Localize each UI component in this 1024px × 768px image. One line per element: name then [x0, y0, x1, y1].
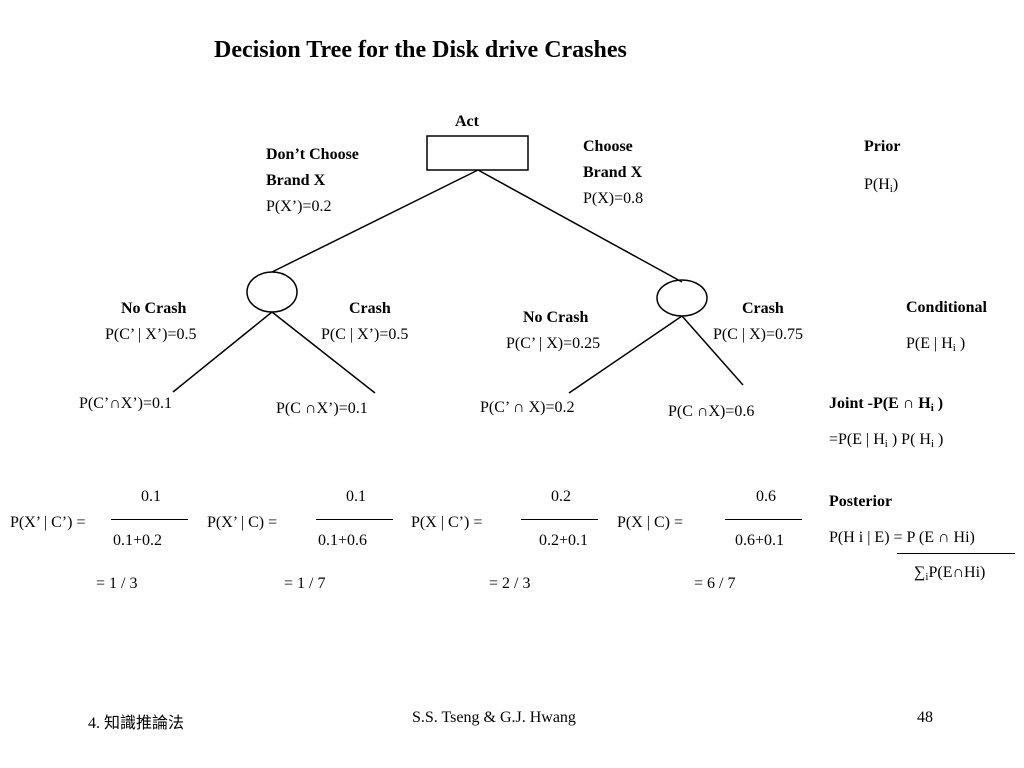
fraction-3-bar [521, 519, 598, 520]
branch-dont-choose-line1: Don’t Choose [266, 146, 359, 163]
fraction-2-bar [316, 519, 393, 520]
branch-dont-choose: Don’t Choose Brand X P(X’)=0.2 [266, 142, 359, 220]
joint-2: P(C ∩X’)=0.1 [276, 400, 368, 417]
joint-3: P(C’ ∩ X)=0.2 [480, 399, 575, 416]
outcome-rl-prob: P(C’ | X)=0.25 [506, 335, 601, 352]
fraction-2-result: = 1 / 7 [284, 575, 326, 592]
outcome-rr-label: Crash [742, 300, 784, 317]
fraction-2-lhs: P(X’ | C) = [207, 514, 278, 531]
fraction-3-num: 0.2 [551, 488, 571, 505]
branch-dont-choose-line2: Brand X [266, 172, 326, 189]
footer-authors: S.S. Tseng & G.J. Hwang [412, 709, 576, 726]
outcome-ll-label: No Crash [121, 300, 187, 317]
outcome-rl-label: No Crash [523, 309, 589, 326]
edge-left-crash [271, 311, 376, 394]
prior-expr: P(Hi) [864, 176, 899, 195]
fraction-3-result: = 2 / 3 [489, 575, 531, 592]
branch-choose-line2: Brand X [583, 164, 643, 181]
fraction-3-den: 0.2+0.1 [539, 532, 589, 549]
fraction-2-num: 0.1 [346, 488, 366, 505]
fraction-4-result: = 6 / 7 [694, 575, 736, 592]
fraction-3-lhs: P(X | C’) = [411, 514, 483, 531]
posterior-title: Posterior [829, 493, 893, 510]
posterior-fraction-bar [897, 553, 1015, 554]
fraction-1-lhs: P(X’ | C’) = [10, 514, 86, 531]
fraction-4-bar [725, 519, 802, 520]
joint-title: Joint -P(E ∩ Hi ) [829, 395, 944, 414]
chance-node-right [656, 279, 708, 317]
prior-title: Prior [864, 138, 901, 155]
fraction-1-bar [111, 519, 188, 520]
posterior-denominator: ∑iP(E∩Hi) [914, 564, 986, 583]
joint-expr: =P(E | Hi ) P( Hi ) [829, 431, 944, 450]
posterior-expr: P(H i | E) = P (E ∩ Hi) [829, 529, 975, 546]
fraction-4-num: 0.6 [756, 488, 776, 505]
page-title: Decision Tree for the Disk drive Crashes [214, 37, 627, 63]
edge-dont-choose [271, 169, 479, 273]
fraction-1-num: 0.1 [141, 488, 161, 505]
outcome-lr-label: Crash [349, 300, 391, 317]
outcome-ll-prob: P(C’ | X’)=0.5 [105, 326, 197, 343]
joint-1: P(C’∩X’)=0.1 [79, 395, 173, 412]
outcome-rr-prob: P(C | X)=0.75 [713, 326, 804, 343]
fraction-4-den: 0.6+0.1 [735, 532, 785, 549]
edge-right-crash [681, 315, 744, 386]
branch-choose-prob: P(X)=0.8 [583, 190, 644, 207]
footer-chapter: 4. 知識推論法 [88, 715, 185, 732]
branch-choose-line1: Choose [583, 138, 633, 155]
branch-choose: Choose Brand X P(X)=0.8 [583, 134, 643, 212]
fraction-1-result: = 1 / 3 [96, 575, 138, 592]
fraction-1-den: 0.1+0.2 [113, 532, 163, 549]
edge-left-nocrash [172, 311, 273, 393]
conditional-title: Conditional [906, 299, 987, 316]
act-node [426, 135, 529, 171]
edge-right-nocrash [568, 315, 683, 394]
conditional-expr: P(E | Hi ) [906, 335, 966, 354]
chance-node-left [246, 271, 298, 313]
joint-4: P(C ∩X)=0.6 [668, 403, 755, 420]
edge-choose [477, 169, 683, 283]
fraction-4-lhs: P(X | C) = [617, 514, 684, 531]
act-label: Act [455, 113, 479, 130]
branch-dont-choose-prob: P(X’)=0.2 [266, 198, 332, 215]
fraction-2-den: 0.1+0.6 [318, 532, 368, 549]
footer-page-number: 48 [917, 709, 933, 726]
outcome-lr-prob: P(C | X’)=0.5 [321, 326, 409, 343]
